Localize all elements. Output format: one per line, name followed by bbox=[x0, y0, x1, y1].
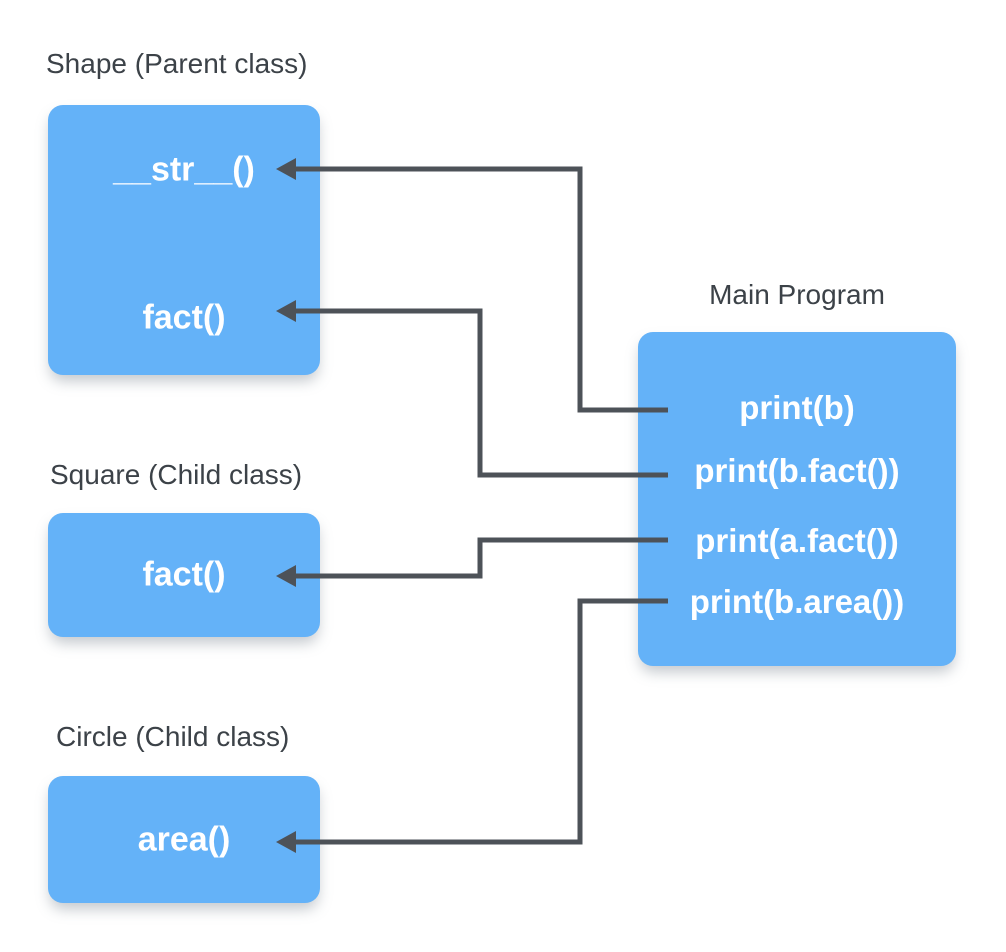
circle-method-area: area() bbox=[137, 820, 231, 859]
shape-method-fact: fact() bbox=[142, 298, 226, 337]
circle-class-box: area() bbox=[48, 776, 320, 903]
connector-print-b-area-to-circle-area bbox=[276, 598, 668, 853]
square-class-label: Square (Child class) bbox=[50, 459, 303, 490]
circle-class-label: Circle (Child class) bbox=[56, 721, 290, 752]
statement-print-a-fact: print(a.fact()) bbox=[695, 522, 899, 559]
connector-print-b-to-str bbox=[276, 158, 668, 413]
main-program-box: print(b) print(b.fact()) print(a.fact())… bbox=[638, 332, 956, 666]
square-method-fact: fact() bbox=[142, 555, 226, 594]
square-class-box: fact() bbox=[48, 513, 320, 637]
statement-print-b: print(b) bbox=[739, 389, 855, 426]
shape-method-str: __str__() bbox=[113, 150, 255, 189]
main-program-label: Main Program bbox=[709, 279, 885, 310]
connector-print-a-fact-to-square-fact bbox=[276, 537, 668, 587]
shape-class-label: Shape (Parent class) bbox=[46, 48, 308, 79]
connector-print-b-fact-to-shape-fact bbox=[276, 300, 668, 478]
statement-print-b-fact: print(b.fact()) bbox=[694, 452, 900, 489]
statement-print-b-area: print(b.area()) bbox=[689, 583, 905, 620]
shape-class-box: __str__() fact() bbox=[48, 105, 320, 375]
